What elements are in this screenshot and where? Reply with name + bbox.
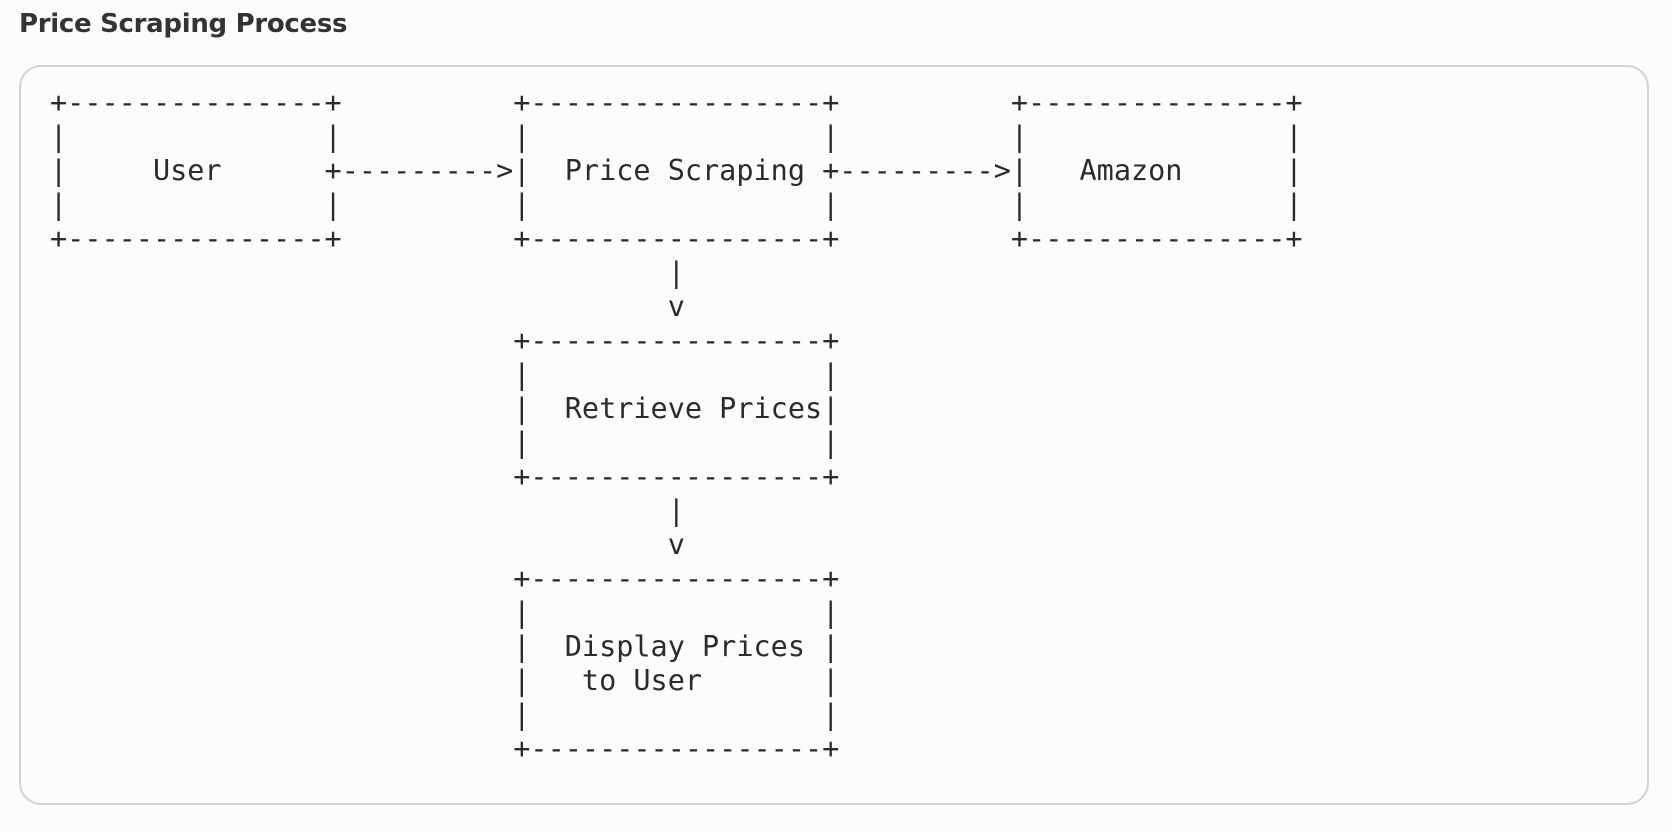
page-title: Price Scraping Process	[19, 9, 348, 39]
ascii-flow-diagram: +---------------+ +-----------------+ +-…	[50, 86, 1303, 765]
diagram-card	[19, 65, 1649, 805]
